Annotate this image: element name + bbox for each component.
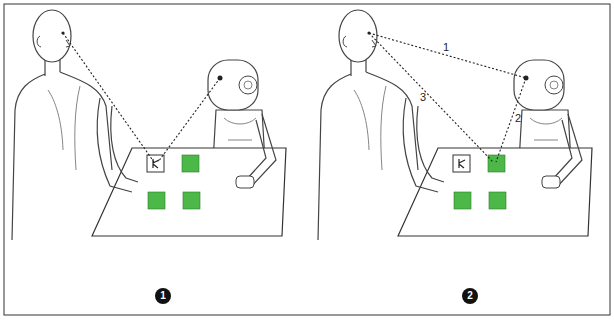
callout-number: 1 (443, 42, 449, 53)
gaze-line (496, 78, 526, 162)
scene-panel (318, 10, 592, 240)
number-badge (155, 288, 171, 304)
panel-number-text: 2 (467, 291, 473, 301)
panel-number-text: 1 (160, 291, 166, 301)
callout-number: 3 (420, 92, 426, 103)
frame-border (4, 4, 610, 315)
panel-number: 1 (155, 288, 171, 304)
gaze-line (369, 33, 493, 162)
gaze-line (63, 33, 154, 162)
scene-panel (12, 10, 286, 240)
panel-number: 2 (462, 288, 478, 304)
gaze-line (158, 78, 220, 162)
number-badge (462, 288, 478, 304)
gaze-line (369, 33, 526, 78)
callout-number: 2 (515, 113, 521, 124)
